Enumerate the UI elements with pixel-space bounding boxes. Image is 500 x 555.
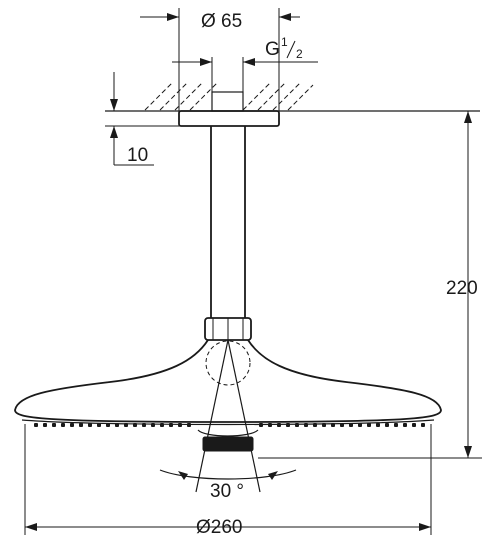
dimension-thread: G 1 2: [172, 35, 318, 92]
nozzle: [403, 423, 407, 427]
nozzle: [313, 423, 317, 427]
nozzle: [259, 423, 263, 427]
wall-flange: [178, 110, 280, 127]
nozzle: [34, 423, 38, 427]
nozzle: [79, 423, 83, 427]
dimension-flange-depth: 10: [110, 72, 154, 166]
nozzle: [367, 423, 371, 427]
nozzle: [70, 423, 74, 427]
nozzle: [277, 423, 281, 427]
nozzle: [88, 423, 92, 427]
nozzle: [151, 423, 155, 427]
nozzle: [106, 423, 110, 427]
spray-angle-lines: [159, 339, 297, 493]
nozzle: [331, 423, 335, 427]
hex-nut: [204, 317, 252, 341]
nozzle: [268, 423, 272, 427]
nozzle: [133, 423, 137, 427]
shower-head: [14, 339, 442, 452]
nozzle: [178, 423, 182, 427]
nozzle: [340, 423, 344, 427]
nozzle: [142, 423, 146, 427]
dimension-flange-diameter: Ø 65: [140, 8, 300, 111]
nozzle: [304, 423, 308, 427]
flange-depth-label: 10: [127, 145, 148, 166]
nozzle: [385, 423, 389, 427]
head-diameter-label: Ø260: [196, 517, 242, 538]
nozzle: [52, 423, 56, 427]
arm-length-label: 220: [446, 278, 478, 299]
nozzle: [61, 423, 65, 427]
nozzle: [322, 423, 326, 427]
nozzle: [286, 423, 290, 427]
nozzle: [187, 423, 191, 427]
nozzle: [421, 423, 425, 427]
nozzle: [295, 423, 299, 427]
nozzle: [349, 423, 353, 427]
nozzle: [394, 423, 398, 427]
nozzle: [412, 423, 416, 427]
flange-diameter-label: Ø 65: [201, 11, 242, 32]
center-nozzle: [202, 436, 254, 452]
thread-letter: G: [265, 39, 280, 60]
nozzle: [169, 423, 173, 427]
spray-angle-label: 30 °: [210, 481, 244, 502]
dimension-arm-length: 220: [258, 111, 482, 459]
ceiling-hatch: [144, 82, 314, 111]
nozzle: [358, 423, 362, 427]
thread-numerator: 1: [281, 35, 288, 49]
nozzle: [43, 423, 47, 427]
nozzle-row: [34, 423, 425, 427]
nozzle: [97, 423, 101, 427]
nozzle: [376, 423, 380, 427]
dimension-head-diameter: Ø260: [24, 424, 432, 538]
thread-denominator: 2: [296, 47, 303, 61]
thread-nipple: [211, 91, 244, 112]
nozzle: [160, 423, 164, 427]
nozzle: [115, 423, 119, 427]
nozzle: [124, 423, 128, 427]
